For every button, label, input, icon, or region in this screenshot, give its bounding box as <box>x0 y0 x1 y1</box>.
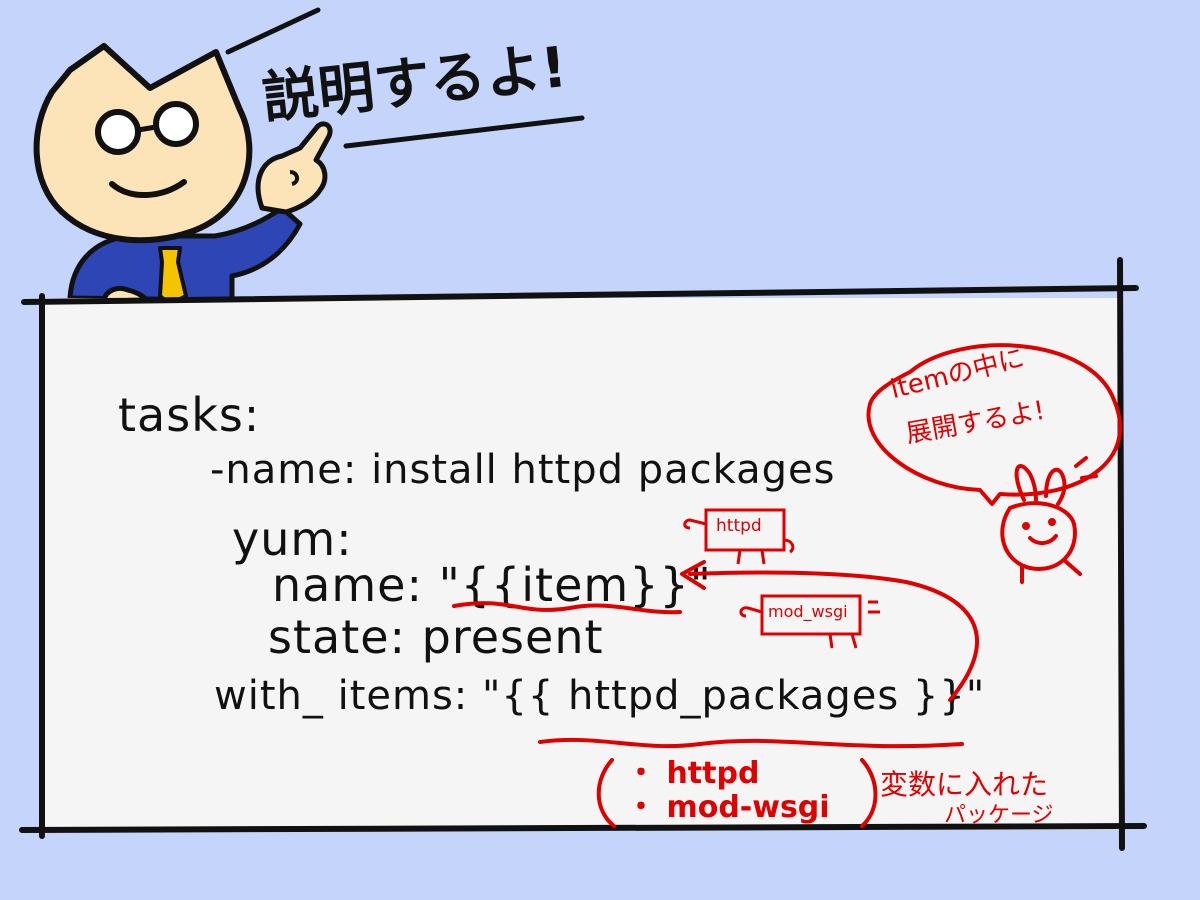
suit-body <box>67 205 303 303</box>
httpd-tag <box>683 508 795 565</box>
glasses-right <box>153 101 199 147</box>
mod-wsgi-tag <box>739 594 880 649</box>
list-bracket-left <box>596 758 616 828</box>
caption-line1: 変数に入れた <box>880 768 1049 801</box>
httpd-tag-label: httpd <box>716 516 762 536</box>
list-item-mod-wsgi: ・ mod-wsgi <box>626 790 830 825</box>
code-line-yum: yum: <box>232 512 353 566</box>
glasses-bridge <box>137 124 157 133</box>
code-line-tasks: tasks: <box>118 388 261 442</box>
speech-line-bottom <box>343 115 585 149</box>
cat-head <box>33 43 253 244</box>
underline-packages <box>538 737 964 749</box>
underline-item <box>452 601 682 615</box>
pointing-hand <box>255 121 333 215</box>
hand-detail <box>289 170 299 186</box>
speech-line-top <box>225 7 321 55</box>
mod-wsgi-tag-label: mod_wsgi <box>768 602 848 621</box>
code-line-item: name: "{{item}}" <box>272 558 712 612</box>
arrow-head <box>680 560 706 590</box>
code-line-with-items: with_ items: "{{ httpd_packages }}" <box>214 673 986 719</box>
glasses-left <box>95 109 141 155</box>
bunny-character <box>1000 456 1098 584</box>
list-item-httpd: ・ httpd <box>626 756 760 791</box>
code-line-name: -name: install httpd packages <box>210 447 836 493</box>
arrow-line <box>688 570 979 702</box>
list-bracket-right <box>860 758 878 828</box>
caption-line2: パッケージ <box>944 803 1054 828</box>
smile <box>109 179 187 198</box>
code-line-state: state: present <box>268 610 604 664</box>
